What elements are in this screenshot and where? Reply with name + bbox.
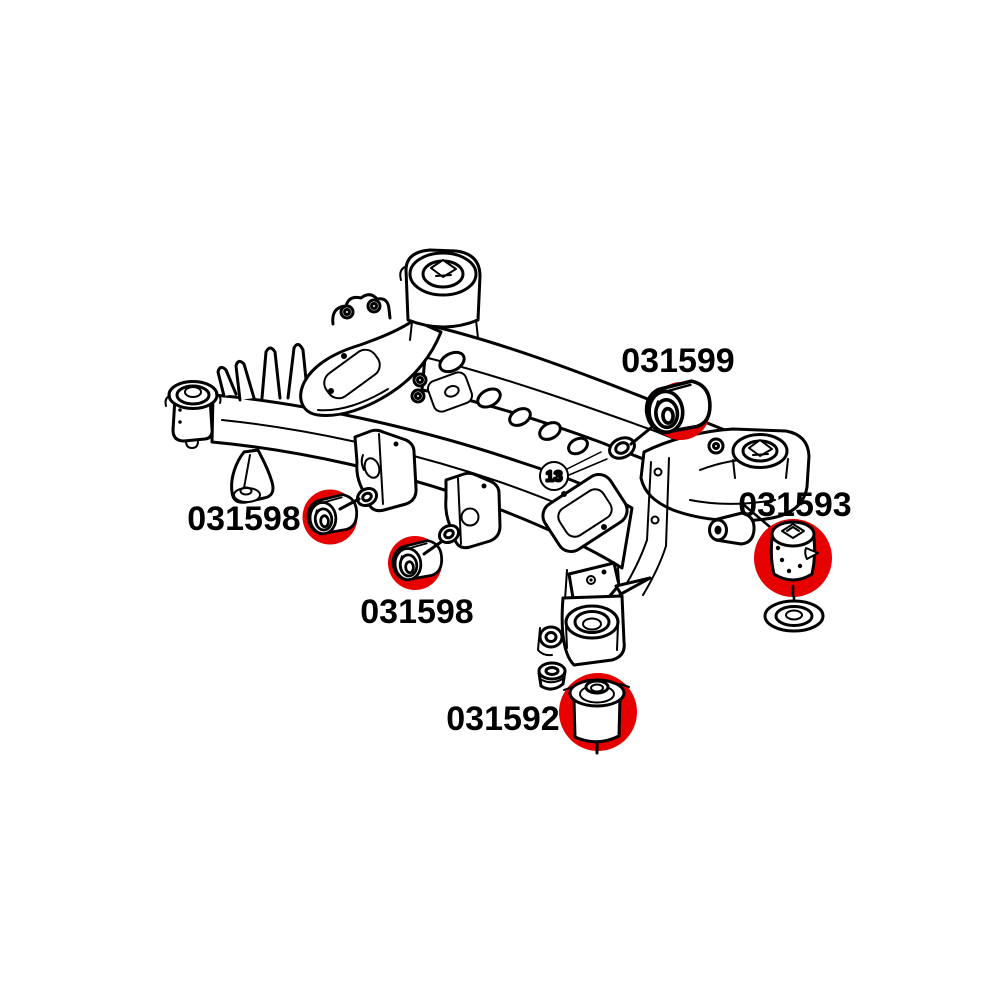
callout-031593: 031593 [738,486,852,633]
part-number-label: 031592 [446,700,559,738]
top-mount-tower [399,248,482,341]
upper-wing-gusset [299,293,443,418]
right-mount-arm [623,427,811,596]
part-number-label: 031598 [360,593,473,631]
washer-icon [763,595,825,633]
rear-mount-bushing-icon [563,678,630,755]
callout-markers: 031599 031598 031598 [187,342,852,755]
front-bracket-left [353,428,418,513]
front-bracket-middle [437,471,502,550]
part-number-label: 031593 [738,486,851,524]
reference-badge: 13 [539,451,608,491]
callout-031592: 031592 [446,673,637,755]
center-plate [541,472,629,554]
callout-031598-middle: 031598 [360,536,474,631]
subframe-line-art: 13 [164,248,811,691]
bottom-mount [537,561,652,691]
part-number-label: 031598 [187,500,300,538]
reference-badge-number: 13 [546,468,563,485]
left-mount-bushing [164,380,222,449]
diff-mount-bushing-icon [769,520,819,598]
callout-031599: 031599 [621,342,735,446]
loose-bushing-sleeve [537,661,567,691]
part-number-label: 031599 [621,342,734,380]
callout-031598-left: 031598 [187,489,361,545]
